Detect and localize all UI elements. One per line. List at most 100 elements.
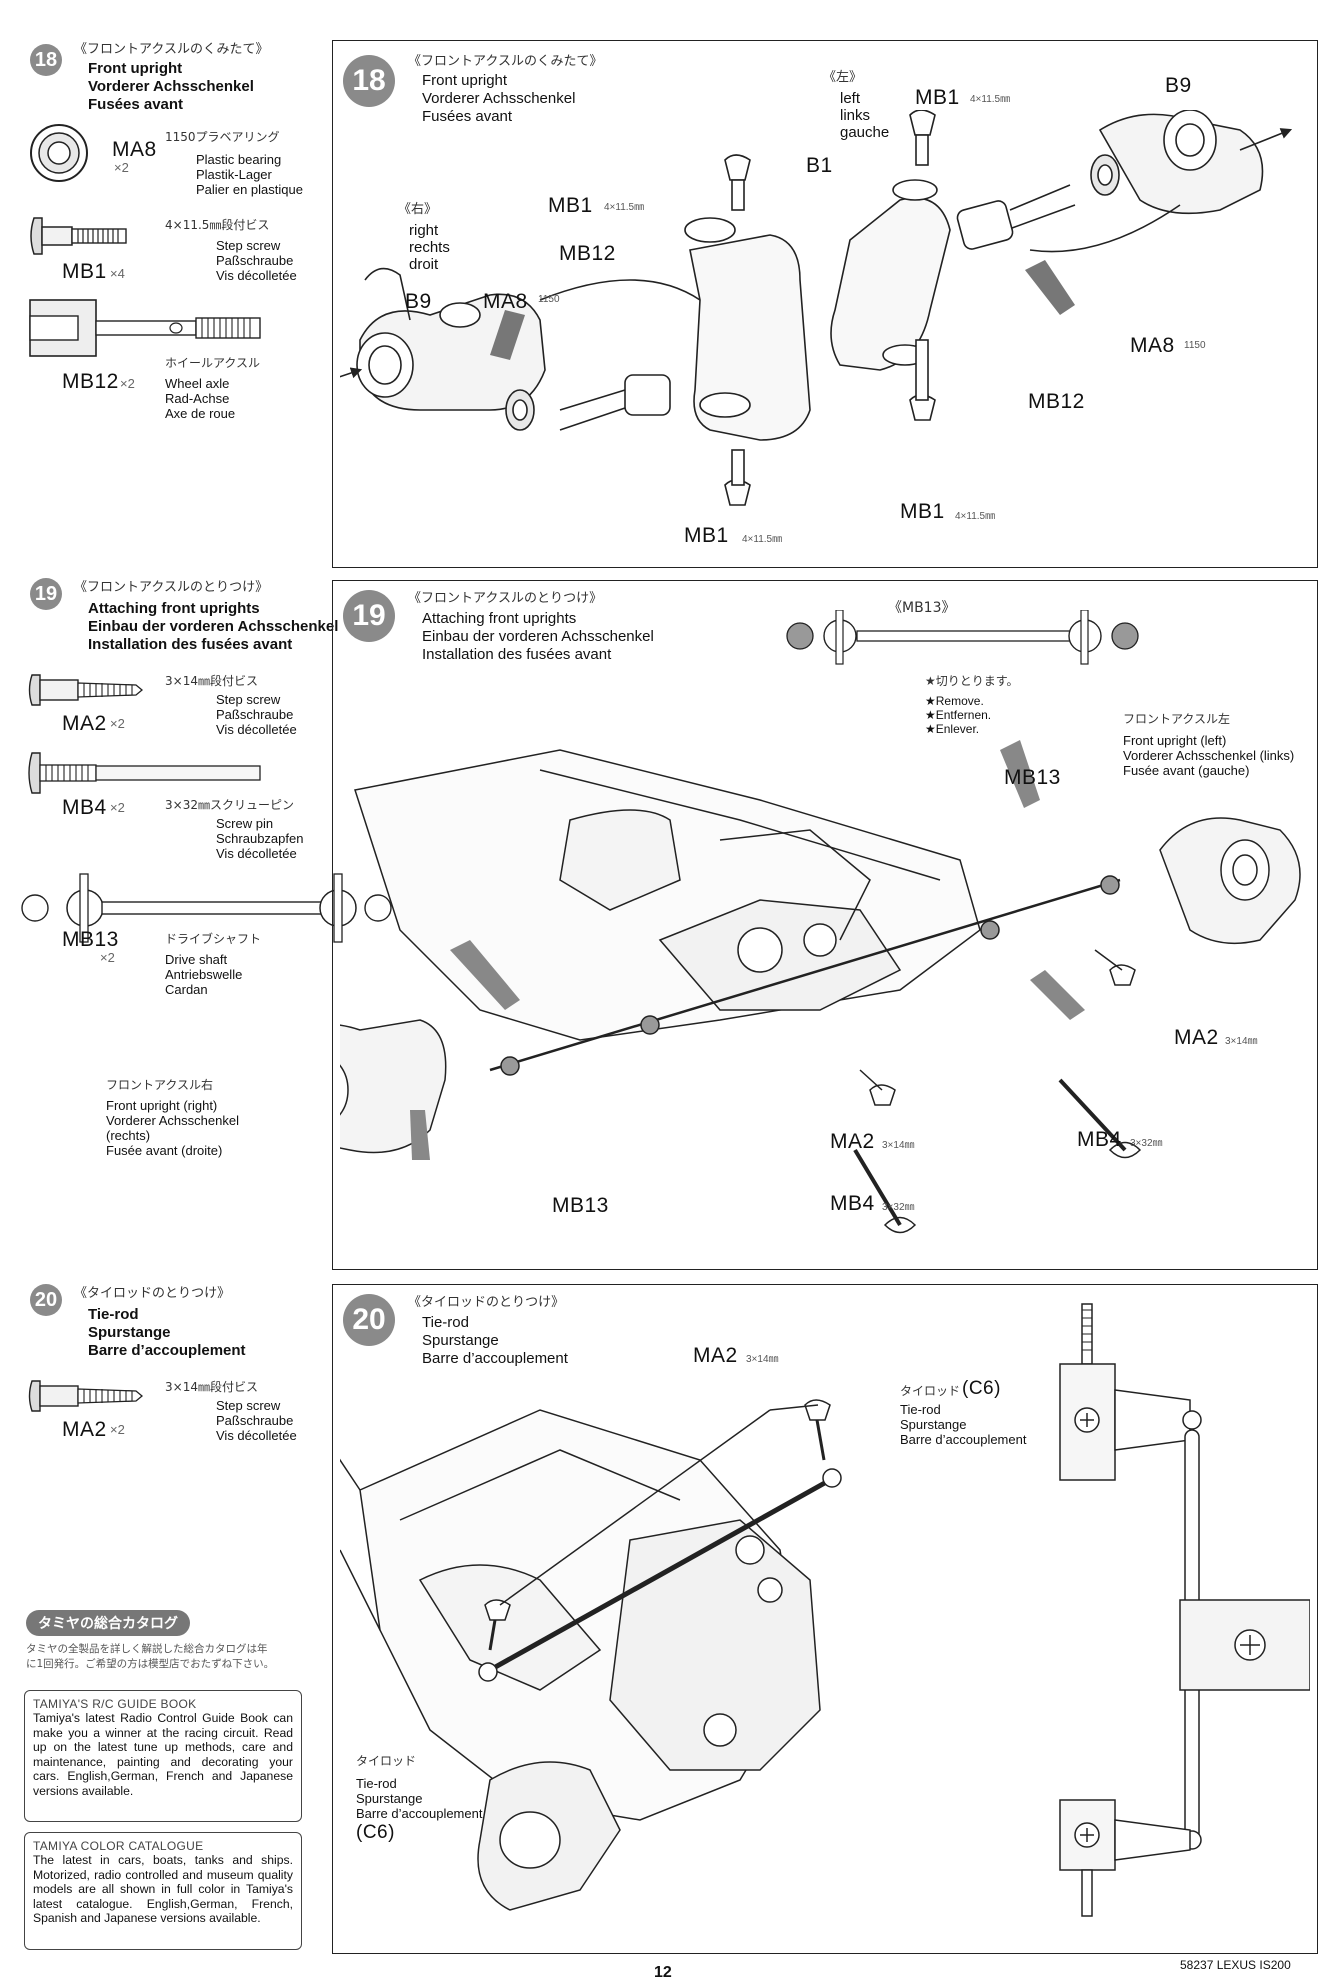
step-18-panel-jp: 《フロントアクスルのくみたて》 [408,54,603,69]
color-catalogue-box: TAMIYA COLOR CATALOGUE The latest in car… [24,1832,302,1950]
label-ma2-right: MA2 [1174,1026,1219,1049]
color-catalogue-text: The latest in cars, boats, tanks and shi… [33,1853,293,1926]
part-mb1-code: MB1 [62,260,107,283]
rc-guide-title: TAMIYA'S R/C GUIDE BOOK [33,1697,197,1711]
tie-rod-assembly-drawing [340,1399,842,1911]
step-20-panel-badge: 20 [343,1294,395,1346]
label-mb4-bottom: MB4 [830,1192,875,1215]
step-18-title-en: Front upright [88,60,183,77]
step-18-panel [332,40,1318,568]
upright-left-desc: Front upright (left)Vorderer Achsschenke… [1123,733,1295,778]
label-mb1-right-bottom: MB1 [900,500,945,523]
front-upright-assembly-drawing [340,110,1293,506]
part-mb4-qty: ×2 [110,800,125,815]
step-screw-icon [30,217,127,255]
step-20-jp-title: 《タイロッドのとりつけ》 [74,1286,231,1301]
mb13-inset-drawing [786,610,1139,665]
step-18-title-fr: Fusées avant [88,96,184,113]
step-18-title: Front upright Vorderer Achsschenkel Fusé… [88,60,254,114]
part-ma8-jp: 1150プラベアリング [165,130,280,144]
front-axle-attach-drawing [340,740,1301,1234]
upright-right-jp: フロントアクスル右 [106,1078,214,1092]
step-18-badge: 18 [30,44,62,76]
catalogue-heading: タミヤの総合カタログ [26,1610,190,1636]
label-mb4-right-size: 3×32㎜ [1130,1138,1163,1149]
label-ma2-tierod: MA2 [693,1344,738,1367]
label-mb1-mid: MB1 [548,194,593,217]
rc-guide-text: Tamiya's latest Radio Control Guide Book… [33,1711,293,1798]
label-mb4-bottom-size: 3×32㎜ [882,1202,915,1213]
catalogue-jp-text: タミヤの全製品を詳しく解説した総合カタログは年に1回発行。ご希望の方は模型店でお… [26,1643,275,1670]
part-mb1-qty: ×4 [110,266,125,281]
part-ma2-jp: 3×14㎜段付ビス [165,674,258,688]
label-b9-left: B9 [1165,74,1192,97]
drive-shaft-icon [21,873,392,943]
part-mb12-jp: ホイールアクスル [165,356,261,370]
label-right-jp: 《右》 [398,202,438,217]
tierod-jp-bottom: タイロッド [356,1754,417,1768]
part-mb1-jp: 4×11.5㎜段付ビス [165,218,270,232]
remove-note: ★Remove.★Entfernen.★Enlever. [925,694,992,736]
step-screw-icon [28,1380,144,1412]
label-ma8-left: MA8 [483,290,528,313]
tierod-jp-top: タイロッド [900,1384,961,1398]
part-mb12-qty: ×2 [120,376,135,391]
label-ma2-tierod-size: 3×14㎜ [746,1354,779,1365]
upright-left-jp: フロントアクスル左 [1123,712,1231,726]
label-mb1-bottom: MB1 [684,524,729,547]
part-mb4-code: MB4 [62,796,107,819]
part-ma2-jp-20: 3×14㎜段付ビス [165,1380,258,1394]
label-mb12-left: MB12 [559,242,616,265]
step-screw-icon [28,674,144,706]
screw-pin-icon [28,752,261,794]
part-ma8-qty: ×2 [114,160,129,175]
tie-rod-detail-drawing [1059,1303,1310,1917]
step-18-panel-badge: 18 [343,55,395,107]
step-20-panel-jp: 《タイロッドのとりつけ》 [408,1295,565,1310]
label-mb4-right: MB4 [1077,1128,1122,1151]
part-mb12-code: MB12 [62,370,119,393]
part-mb13-code: MB13 [62,928,119,951]
label-ma2-center-size: 3×14㎜ [882,1140,915,1151]
tierod-code-top: (C6) [962,1378,1001,1399]
part-ma2-qty-20: ×2 [110,1422,125,1437]
label-b1: B1 [806,154,833,177]
label-b9-right: B9 [405,290,432,313]
label-mb1-bottom-size: 4×11.5㎜ [742,534,783,545]
label-mb13-top: MB13 [1004,766,1061,789]
label-ma8-right-size: 1150 [1184,340,1206,351]
wheel-axle-icon [29,299,261,357]
step-18-title-de: Vorderer Achsschenkel [88,78,254,95]
label-mb13-bottom: MB13 [552,1194,609,1217]
label-ma2-center: MA2 [830,1130,875,1153]
part-ma2-qty: ×2 [110,716,125,731]
step-19-badge: 19 [30,578,62,610]
label-left-jp: 《左》 [823,70,863,85]
remove-jp: ★切りとります。 [925,674,1019,688]
step-20-badge: 20 [30,1284,62,1316]
step-20-panel [332,1284,1318,1954]
step-19-panel-jp: 《フロントアクスルのとりつけ》 [408,591,603,606]
part-ma8-code: MA8 [112,138,157,161]
step-18-jp-title: 《フロントアクスルのくみたて》 [74,42,269,57]
label-ma8-right: MA8 [1130,334,1175,357]
part-mb4-jp: 3×32㎜スクリューピン [165,798,294,812]
part-mb13-qty: ×2 [100,950,115,965]
color-catalogue-title: TAMIYA COLOR CATALOGUE [33,1839,204,1853]
upright-right-desc: Front upright (right)Vorderer Achsschenk… [106,1098,239,1158]
step-19-jp-title: 《フロントアクスルのとりつけ》 [74,580,269,595]
bearing-icon [30,124,88,182]
step-19-panel [332,580,1318,1270]
